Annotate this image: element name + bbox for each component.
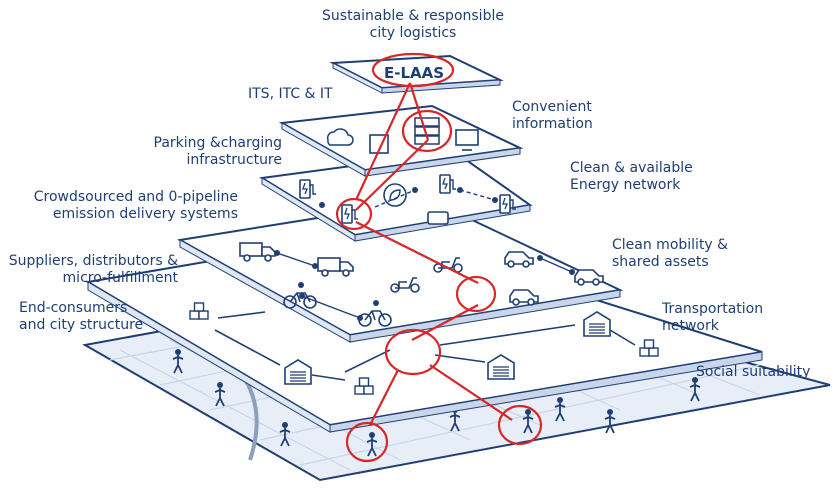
label-consumers: End-consumers and city structure bbox=[19, 300, 144, 333]
label-mobility: Clean mobility & shared assets bbox=[612, 237, 729, 270]
label-information: Convenient information bbox=[512, 99, 593, 132]
server-icon bbox=[414, 117, 440, 127]
title-line-2: city logistics bbox=[369, 25, 457, 41]
highlight-connections bbox=[335, 52, 543, 463]
title: Sustainable & responsible city logistics bbox=[308, 8, 518, 42]
label-suppliers: Suppliers, distributors & micro-fulfillm… bbox=[8, 253, 178, 286]
battery-icon bbox=[427, 211, 449, 225]
layer-mobility bbox=[176, 198, 624, 343]
label-its: ITS, ITC & IT bbox=[248, 86, 333, 102]
label-parking: Parking &charging infrastructure bbox=[153, 135, 282, 168]
cloud-icon bbox=[326, 128, 354, 146]
title-line-1: Sustainable & responsible bbox=[322, 8, 504, 24]
label-energy: Clean & available Energy network bbox=[570, 160, 693, 193]
layer-information bbox=[278, 104, 524, 177]
elaas-label: E-LAAS bbox=[383, 64, 445, 82]
label-transport: Transportation network bbox=[662, 301, 764, 334]
monitor-icon bbox=[455, 129, 479, 146]
label-social: Social suitability bbox=[696, 364, 811, 380]
label-crowdsourced: Crowdsourced and 0-pipeline emission del… bbox=[33, 189, 238, 222]
